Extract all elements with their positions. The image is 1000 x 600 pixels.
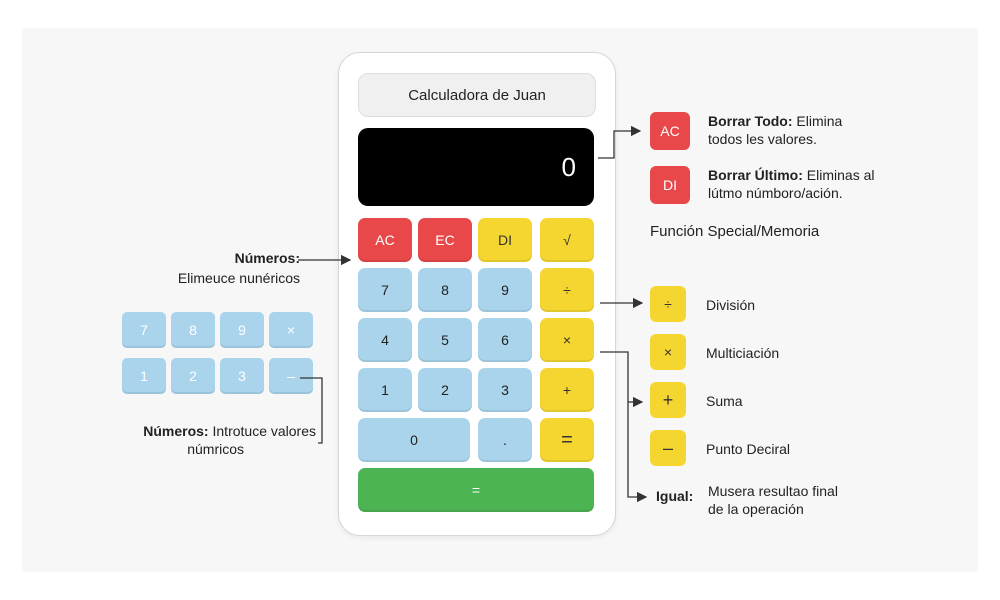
equals-button[interactable]: = (540, 418, 594, 462)
di-annotation-text-line1: Eliminas al (806, 167, 875, 183)
ac-badge: AC (650, 112, 690, 150)
numbers-annotation-text: Elimeuce nunéricos (177, 270, 300, 286)
mini-key-1: 1 (122, 358, 166, 394)
key-2[interactable]: 2 (418, 368, 472, 412)
equal-annotation-title: Igual: (656, 488, 694, 504)
sum-badge: + (650, 382, 686, 418)
numbers-input-text-line2: númricos (187, 441, 244, 457)
key-4[interactable]: 4 (358, 318, 412, 362)
decimal-label: Punto Deciral (706, 441, 791, 457)
plus-button[interactable]: + (540, 368, 594, 412)
key-5[interactable]: 5 (418, 318, 472, 362)
ac-annotation-text-line1: Elimina (796, 113, 843, 129)
equal-annotation-text-line2: de la operación (708, 501, 804, 517)
multiply-button[interactable]: × (540, 318, 594, 362)
mini-key-2: 2 (171, 358, 215, 394)
di-button[interactable]: DI (478, 218, 532, 262)
ec-button[interactable]: EC (418, 218, 472, 262)
key-9[interactable]: 9 (478, 268, 532, 312)
calculator-display: 0 (358, 128, 594, 206)
numbers-input-title: Números: (143, 423, 209, 439)
key-6[interactable]: 6 (478, 318, 532, 362)
key-1[interactable]: 1 (358, 368, 412, 412)
decimal-badge: – (650, 430, 686, 466)
equal-annotation-text-line1: Musera resultao final (708, 483, 838, 499)
mini-key-7: 7 (122, 312, 166, 348)
key-7[interactable]: 7 (358, 268, 412, 312)
numbers-annotation-title: Números: (234, 250, 300, 266)
ac-button[interactable]: AC (358, 218, 412, 262)
mini-key-9: 9 (220, 312, 264, 348)
division-badge: ÷ (650, 286, 686, 322)
di-annotation: Borrar Último: Eliminas al (708, 167, 928, 184)
ac-annotation-text-line2: todos les valores. (708, 131, 817, 147)
sum-label: Suma (706, 393, 743, 409)
division-label: División (706, 297, 756, 313)
di-badge: DI (650, 166, 690, 204)
key-8[interactable]: 8 (418, 268, 472, 312)
ac-annotation: Borrar Todo: Elimina (708, 113, 928, 130)
key-3[interactable]: 3 (478, 368, 532, 412)
mini-key-minus: – (269, 358, 313, 394)
sqrt-button[interactable]: √ (540, 218, 594, 262)
multiplication-label: Multiciación (706, 345, 780, 361)
numbers-input-text-line1: Introtuce valores (212, 423, 317, 439)
decimal-button[interactable]: . (478, 418, 532, 462)
equals-wide-button[interactable]: = (358, 468, 594, 512)
di-annotation-title: Borrar Último: (708, 167, 803, 183)
ac-annotation-title: Borrar Todo: (708, 113, 793, 129)
mini-key-multiply: × (269, 312, 313, 348)
numbers-input-annotation: Números: Introtuce valores (110, 423, 316, 440)
di-annotation-text-line2: lútmo númboro/ación. (708, 185, 843, 201)
mini-key-3: 3 (220, 358, 264, 394)
key-0[interactable]: 0 (358, 418, 470, 462)
special-function-title: Función Special/Memoria (650, 223, 820, 240)
divide-button[interactable]: ÷ (540, 268, 594, 312)
calculator-title: Calculadora de Juan (358, 73, 596, 117)
mini-key-8: 8 (171, 312, 215, 348)
multiplication-badge: × (650, 334, 686, 370)
